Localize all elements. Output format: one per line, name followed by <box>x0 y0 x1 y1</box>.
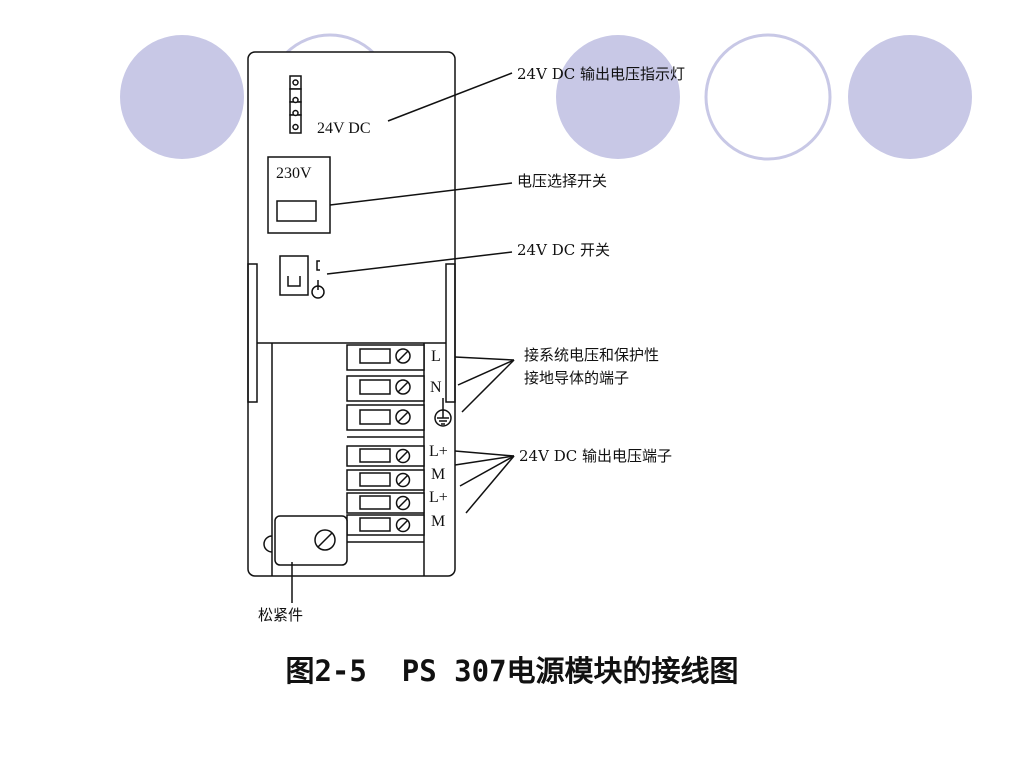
background-decoration <box>120 33 972 161</box>
callout-voltage-switch: 电压选择开关 <box>517 172 608 190</box>
terminal-label-l: L <box>431 348 441 365</box>
terminal-label-lplus: L+ <box>429 443 448 460</box>
dc-switch <box>279 255 309 296</box>
decor-circle-filled <box>848 35 972 159</box>
terminal-label-lplus: L+ <box>429 489 448 506</box>
terminal-label-n: N <box>430 379 442 396</box>
power-symbol-icon <box>316 260 320 271</box>
led-indicator <box>289 75 302 134</box>
callout-dc-switch: 24V DC 开关 <box>517 241 610 259</box>
figure-caption: 图2-5 PS 307电源模块的接线图 <box>285 654 739 688</box>
indicator-label: 24V DC <box>317 120 371 137</box>
decor-circle-outline <box>704 33 832 161</box>
callout-system-terminals-2: 接地导体的端子 <box>524 369 630 387</box>
voltage-selector-label: 230V <box>276 165 312 182</box>
decor-circle-filled <box>556 35 680 159</box>
left-rail <box>247 263 258 403</box>
ground-symbol-icon <box>434 398 452 427</box>
callout-output-terminals: 24V DC 输出电压端子 <box>519 447 672 465</box>
voltage-selector-frame <box>267 156 331 234</box>
terminal-label-m: M <box>431 513 446 530</box>
terminal-screw-slot <box>359 348 391 532</box>
terminal-label-m: M <box>431 466 446 483</box>
fastener <box>263 515 348 566</box>
callout-output-indicator: 24V DC 输出电压指示灯 <box>517 65 685 83</box>
callout-fastener: 松紧件 <box>258 606 304 624</box>
terminal-block <box>346 344 425 543</box>
right-rail <box>445 263 456 403</box>
leader-lines <box>291 72 515 603</box>
callout-system-terminals-1: 接系统电压和保护性 <box>524 346 660 364</box>
terminal-screw-icon <box>395 348 411 533</box>
decor-circle-filled <box>120 35 244 159</box>
voltage-selector-slider <box>276 200 317 222</box>
